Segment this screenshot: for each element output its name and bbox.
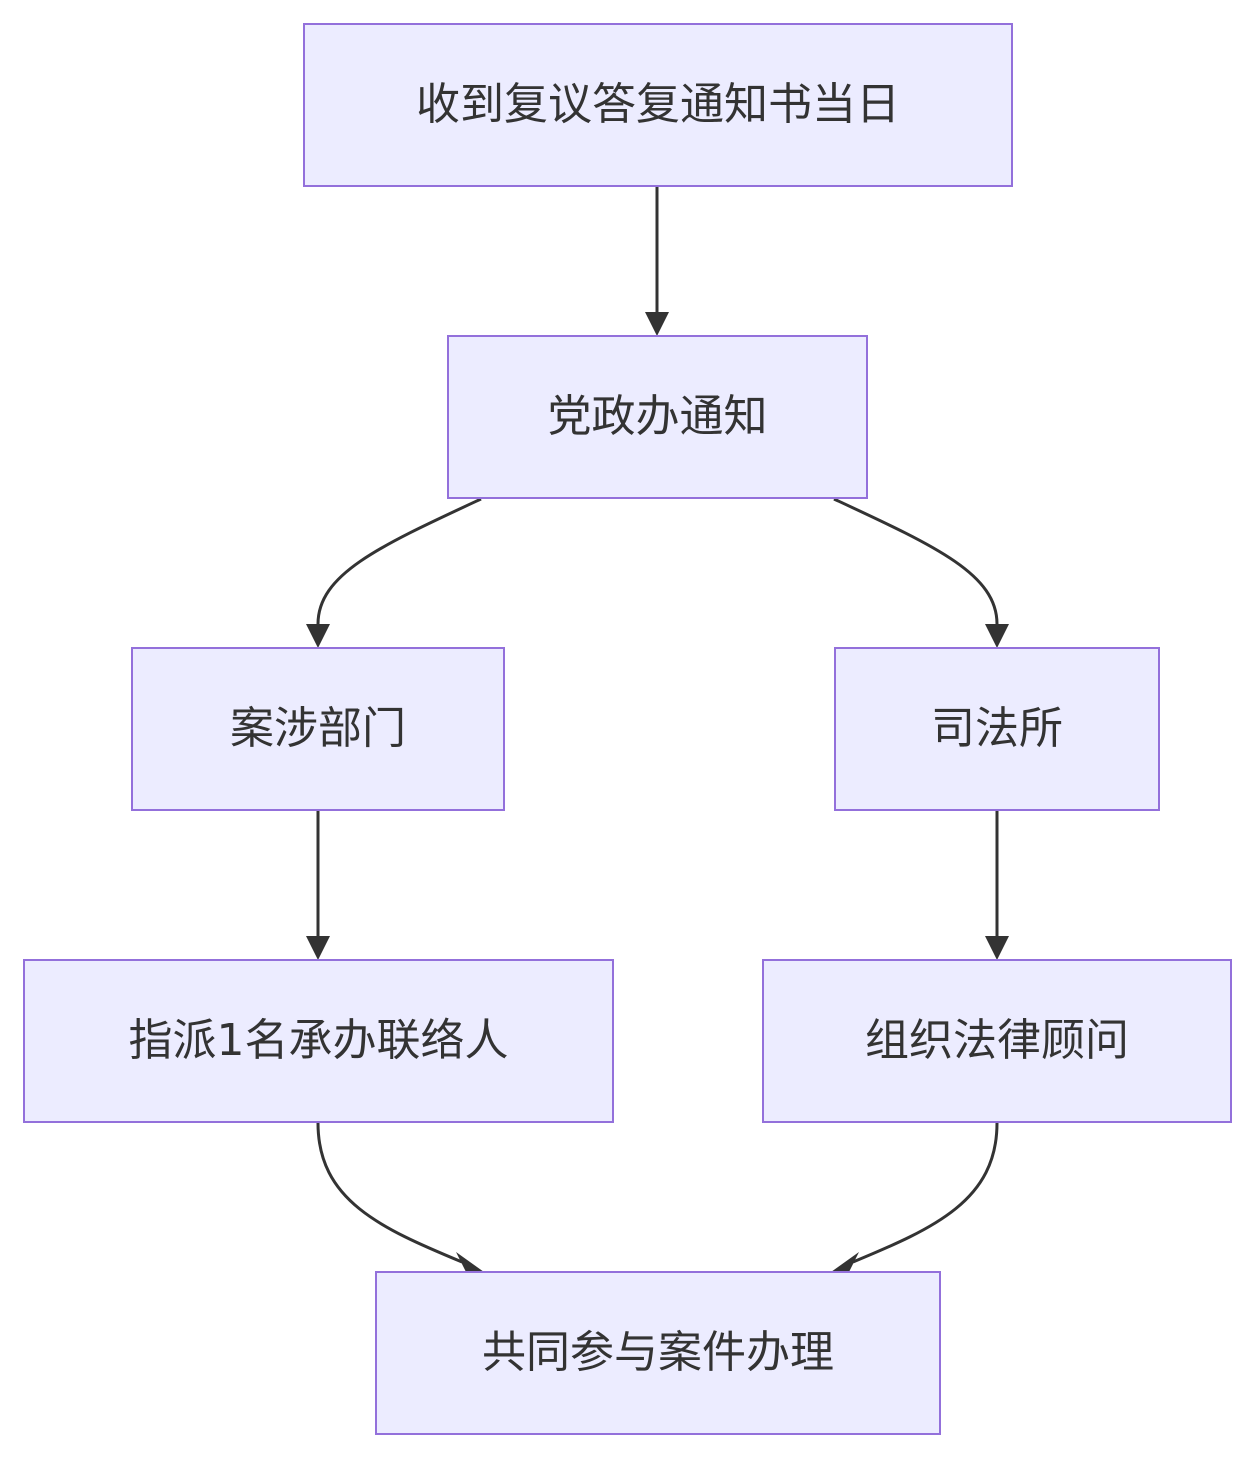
node-involved-department-label: 案涉部门 xyxy=(230,703,406,754)
edge-n2-n4 xyxy=(833,497,999,625)
arrowhead-n5-n7 xyxy=(456,1252,484,1272)
arrowhead-n6-n7 xyxy=(831,1252,859,1272)
edge-n6-n7 xyxy=(852,1122,999,1264)
arrowhead-n3-n5 xyxy=(306,936,330,960)
node-receive-notice-label: 收到复议答复通知书当日 xyxy=(416,79,900,130)
arrowhead-n4-n6 xyxy=(985,936,1009,960)
node-office-notify: 党政办通知 xyxy=(447,335,868,499)
node-legal-advisor: 组织法律顾问 xyxy=(762,959,1232,1123)
node-receive-notice: 收到复议答复通知书当日 xyxy=(303,23,1013,187)
node-joint-handling-label: 共同参与案件办理 xyxy=(482,1327,834,1378)
node-assign-liaison-label: 指派1名承办联络人 xyxy=(128,1015,509,1066)
node-office-notify-label: 党政办通知 xyxy=(547,391,768,442)
node-involved-department: 案涉部门 xyxy=(131,647,505,811)
node-legal-advisor-label: 组织法律顾问 xyxy=(865,1015,1129,1066)
edge-n2-n3 xyxy=(316,497,482,625)
node-judicial-office: 司法所 xyxy=(834,647,1160,811)
edge-n5-n7 xyxy=(316,1122,463,1264)
arrowhead-n2-n4 xyxy=(985,624,1009,648)
node-judicial-office-label: 司法所 xyxy=(931,703,1063,754)
node-assign-liaison: 指派1名承办联络人 xyxy=(23,959,614,1123)
arrowhead-n2-n3 xyxy=(306,624,330,648)
node-joint-handling: 共同参与案件办理 xyxy=(375,1271,941,1435)
arrowhead-n1-n2 xyxy=(645,312,669,336)
